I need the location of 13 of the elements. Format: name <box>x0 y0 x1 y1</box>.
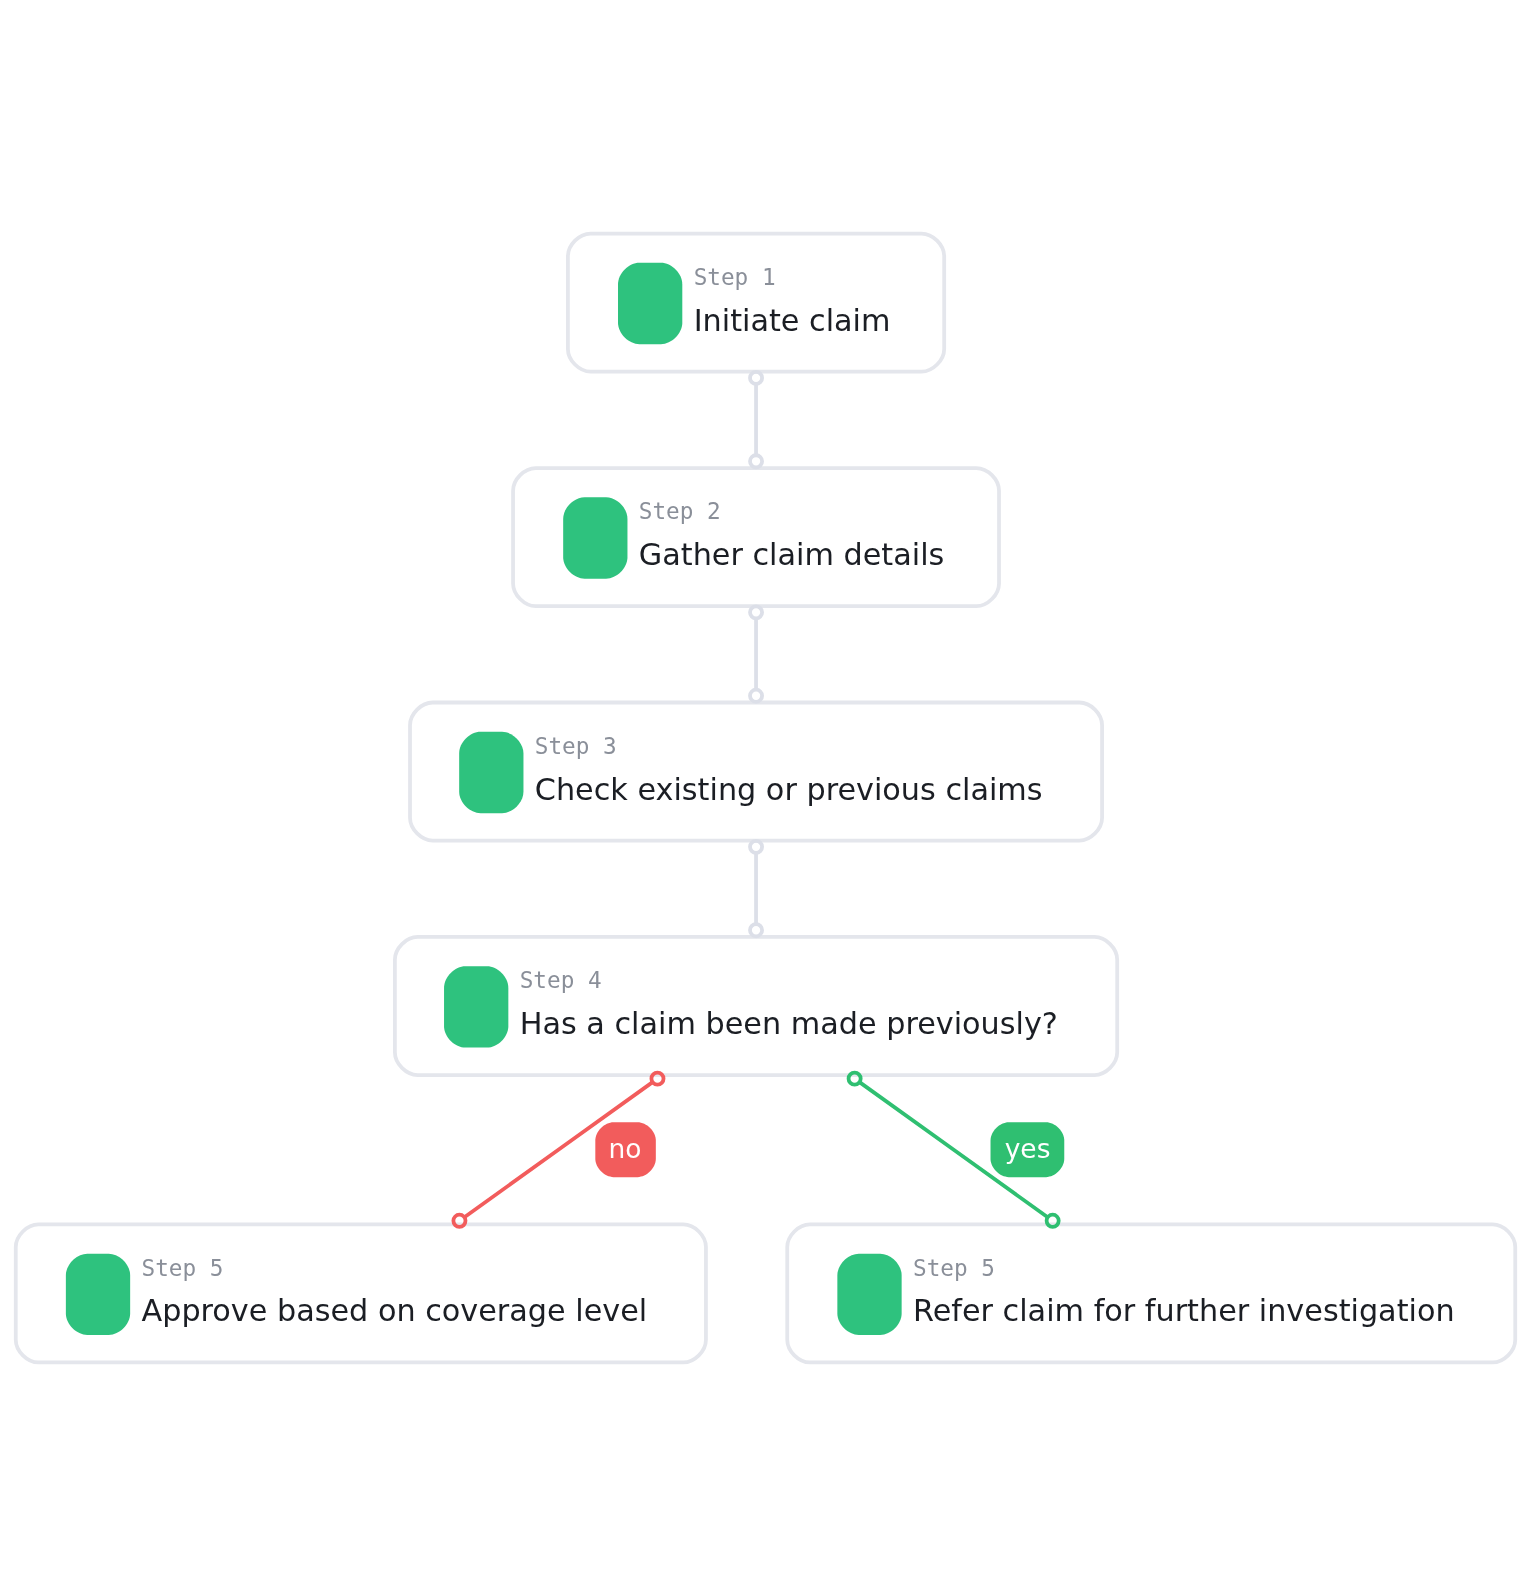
edge-label: no <box>608 1132 642 1164</box>
connector <box>748 603 764 704</box>
connector <box>748 838 764 938</box>
connector <box>846 1070 1061 1229</box>
node-box: Step 2 Gather claim details <box>511 465 1001 608</box>
edge-label: yes <box>1004 1132 1051 1164</box>
node-box: Step 5 Refer claim for further investigation <box>785 1222 1518 1364</box>
node-box: Step 1 Initiate claim <box>566 231 947 373</box>
connector <box>451 1070 666 1229</box>
node-box: Step 3 Check existing or previous claims <box>408 700 1104 842</box>
connector <box>748 369 764 469</box>
node-box: Step 5 Approve based on coverage level <box>13 1222 708 1364</box>
node-box: Step 4 Has a claim been made previously? <box>393 934 1120 1077</box>
